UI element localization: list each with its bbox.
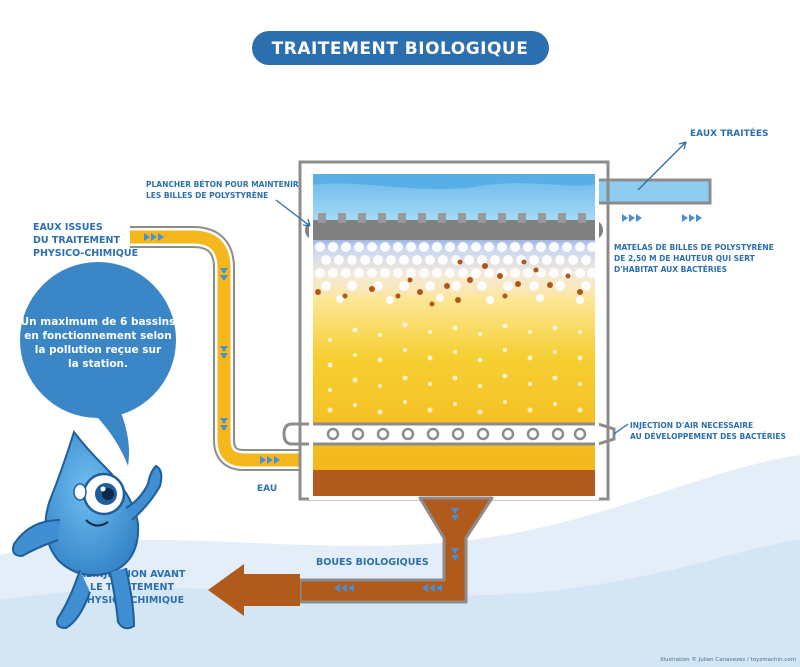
water-drop-mascot-icon — [12, 429, 163, 630]
illustration-credit: Illustration © Julien Canavezes / toyzma… — [660, 656, 796, 663]
air-injection-pipe — [282, 422, 616, 446]
label-eaux-issues-3: PHYSICO-CHIMIQUE — [33, 248, 138, 259]
polystyrene-beads — [315, 242, 597, 304]
bubble-line-1: Un maximum de 6 bassins — [21, 316, 176, 328]
page-title: TRAITEMENT BIOLOGIQUE — [272, 39, 529, 59]
label-injection-2: AU DÉVELOPPEMENT DES BACTÉRIES — [630, 432, 786, 441]
label-matelas-2: DE 2,50 M DE HAUTEUR QUI SERT — [614, 254, 756, 263]
air-bubbles — [327, 322, 583, 415]
bubble-line-4: la station. — [68, 358, 128, 370]
bubble-line-2: en fonctionnement selon — [24, 330, 172, 342]
tank-frame — [298, 160, 610, 501]
label-plancher-2: LES BILLES DE POLYSTYRÈNE — [146, 191, 268, 200]
triple-chevron-down-icon — [220, 268, 459, 561]
label-reinjection-2: LE TRAITEMENT — [90, 582, 174, 593]
triple-chevron-left-icon — [334, 584, 442, 592]
speech-bubble: Un maximum de 6 bassins en fonctionnemen… — [20, 262, 176, 466]
callout-lines — [275, 141, 687, 435]
concrete-floor — [305, 213, 603, 240]
bubble-line-3: la pollution reçue sur — [35, 344, 162, 356]
outlet-pipe — [598, 178, 712, 205]
title-pill: TRAITEMENT BIOLOGIQUE — [252, 31, 549, 65]
label-eau: EAU — [257, 484, 277, 494]
label-matelas-1: MATELAS DE BILLES DE POLYSTYRÈNE — [614, 243, 774, 252]
label-injection-1: INJECTION D'AIR NECESSAIRE — [630, 421, 753, 430]
sludge-outlet — [208, 496, 494, 616]
label-eaux-issues-1: EAUX ISSUES — [33, 222, 103, 233]
bacteria — [315, 259, 583, 307]
triple-chevron-right-icon — [144, 214, 702, 464]
label-eaux-issues-2: DU TRAITEMENT — [33, 235, 120, 246]
label-matelas-3: D'HABITAT AUX BACTÉRIES — [614, 265, 727, 274]
label-eaux-traitees: EAUX TRAITÉES — [690, 127, 769, 139]
label-plancher-1: PLANCHER BÉTON POUR MAINTENIR — [146, 180, 299, 189]
label-boues: BOUES BIOLOGIQUES — [316, 557, 429, 568]
